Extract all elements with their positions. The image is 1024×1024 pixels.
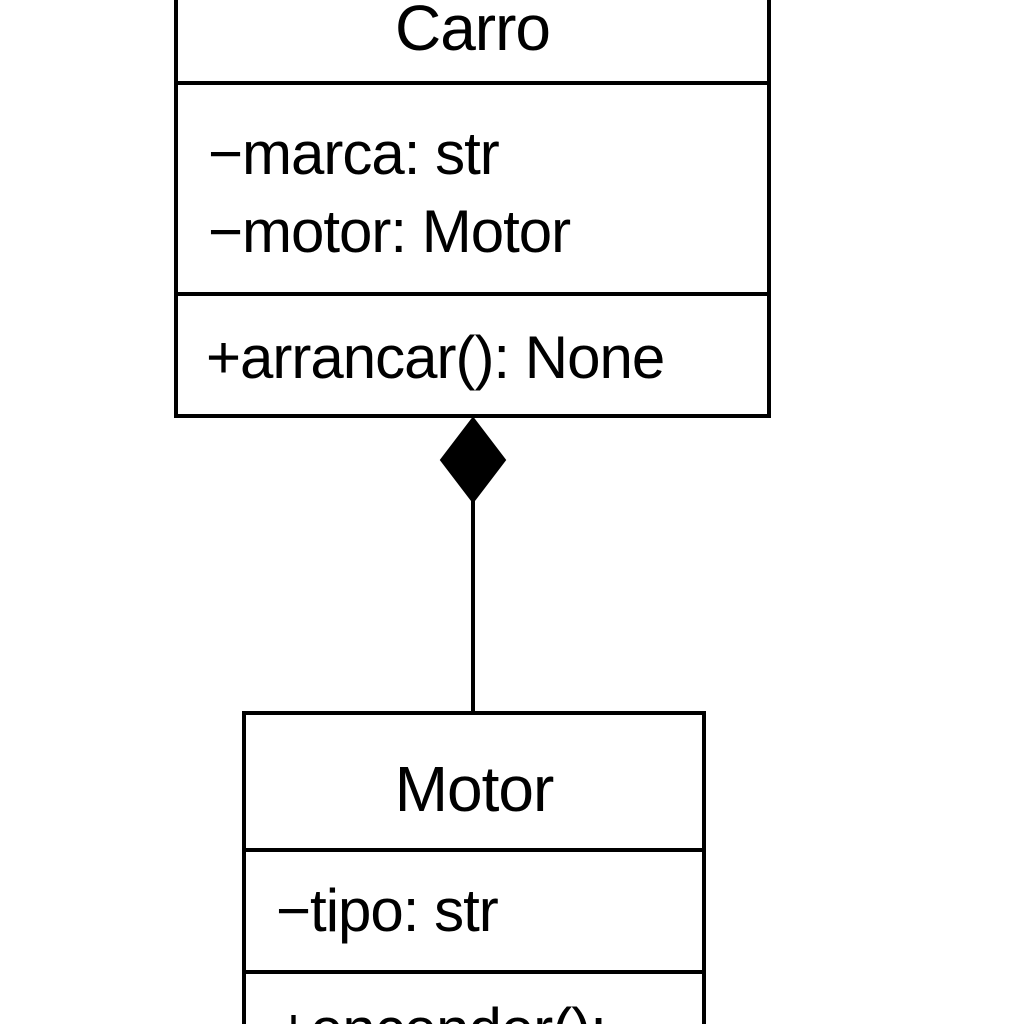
class-carro: Carro −marca: str −motor: Motor +arranca… [174, 0, 771, 418]
attribute-motor: −motor: Motor [208, 198, 571, 265]
composition-diamond-icon [439, 416, 507, 504]
class-name: Carro [178, 0, 767, 85]
method-encender: +encender(): [276, 992, 702, 1024]
class-name: Motor [246, 715, 702, 852]
methods-section: +encender(): [246, 974, 702, 1024]
methods-section: +arrancar(): None [178, 296, 767, 416]
attribute-tipo: −tipo: str [276, 877, 499, 944]
attributes-section: −tipo: str [246, 852, 702, 974]
class-motor: Motor −tipo: str +encender(): [242, 711, 706, 1024]
attributes-section: −marca: str −motor: Motor [178, 85, 767, 296]
method-arrancar: +arrancar(): None [206, 324, 665, 391]
attribute-marca: −marca: str [208, 120, 500, 187]
